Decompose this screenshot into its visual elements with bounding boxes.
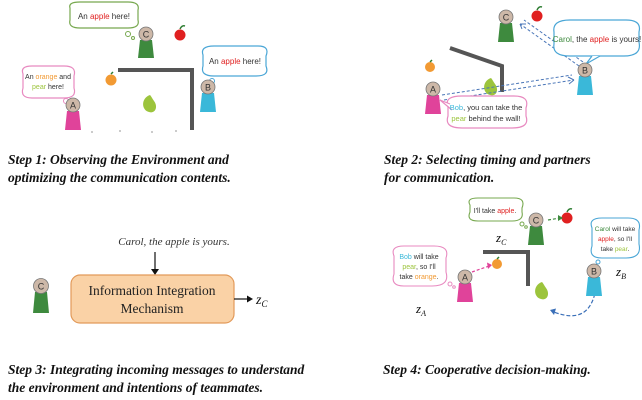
- speech-bubble-c: An apple here!: [69, 1, 139, 40]
- agent-b: B: [577, 62, 593, 95]
- pear-icon: [535, 282, 549, 300]
- apple-icon: [531, 6, 543, 22]
- svg-text:I'll take apple.: I'll take apple.: [474, 208, 517, 215]
- svg-text:B: B: [205, 83, 211, 93]
- svg-text:A: A: [462, 273, 468, 283]
- svg-text:Carol, the apple is yours!: Carol, the apple is yours!: [553, 35, 642, 44]
- agent-a: A: [425, 81, 441, 114]
- svg-text:Mechanism: Mechanism: [121, 301, 184, 316]
- agent-c: C: [33, 278, 49, 313]
- agent-c: C: [528, 212, 544, 245]
- svg-text:Information Integration: Information Integration: [88, 283, 215, 298]
- svg-text:A: A: [70, 101, 76, 111]
- step3-caption: Step 3: Integrating incoming messages to…: [8, 362, 305, 395]
- z-b-label: zB: [615, 264, 626, 281]
- orange-icon: [425, 59, 435, 72]
- step4-scene: I'll take apple. Bob will take pear, so …: [392, 197, 641, 318]
- svg-text:Bob will take: Bob will take: [399, 254, 438, 261]
- thought-bubble-a: Bob will take pear, so I'll take orange.: [392, 245, 456, 289]
- z-c-label: zC: [255, 293, 268, 309]
- floor-dots: [91, 130, 177, 133]
- svg-text:pear here!: pear here!: [32, 84, 64, 91]
- svg-text:C: C: [503, 13, 510, 23]
- wall: [483, 250, 530, 286]
- orange-icon: [105, 71, 117, 86]
- svg-text:C: C: [533, 216, 540, 226]
- step1-scene: An apple here! An apple here! An orange …: [21, 1, 268, 133]
- svg-text:take orange.: take orange.: [400, 274, 439, 281]
- wall: [118, 68, 194, 130]
- incoming-message: Carol, the apple is yours.: [118, 236, 229, 248]
- svg-text:pear behind the wall!: pear behind the wall!: [451, 114, 520, 123]
- svg-text:Carol will take: Carol will take: [595, 226, 636, 233]
- move-arrow-a-to-orange: [471, 262, 492, 273]
- svg-text:B: B: [591, 267, 597, 277]
- step2-caption: Step 2: Selecting timing and partners fo…: [384, 152, 591, 185]
- move-arrow-c-to-apple: [547, 215, 563, 221]
- step2-scene: Carol, the apple is yours! Bob, you can …: [425, 6, 642, 129]
- step4-caption: Step 4: Cooperative decision-making.: [383, 362, 591, 377]
- svg-text:C: C: [143, 30, 150, 40]
- output-arrow: [234, 295, 253, 303]
- step3-scene: Carol, the apple is yours. Information I…: [33, 236, 268, 324]
- svg-text:A: A: [430, 85, 436, 95]
- thought-bubble-c: I'll take apple.: [468, 197, 528, 229]
- apple-icon: [561, 208, 573, 224]
- z-c-label: zC: [495, 230, 507, 247]
- agent-c: C: [138, 26, 154, 58]
- step1-caption: Step 1: Observing the Environment and op…: [8, 152, 231, 185]
- speech-bubble-a: Bob, you can take the pear behind the wa…: [439, 95, 528, 129]
- svg-text:apple, so I'll: apple, so I'll: [598, 236, 633, 243]
- thought-bubble-b: Carol will take apple, so I'll take pear…: [590, 217, 641, 268]
- message-down-arrow: [151, 252, 159, 275]
- speech-bubble-b: An apple here!: [201, 45, 268, 88]
- svg-text:B: B: [582, 66, 588, 76]
- svg-text:An apple here!: An apple here!: [78, 12, 130, 21]
- agent-a: A: [65, 97, 81, 130]
- svg-text:pear, so I'll: pear, so I'll: [402, 264, 436, 271]
- svg-text:Bob, you can take the: Bob, you can take the: [450, 103, 523, 112]
- orange-icon: [492, 256, 502, 269]
- pear-icon: [143, 95, 157, 113]
- agent-b: B: [586, 263, 602, 296]
- pear-icon: [484, 78, 498, 96]
- agent-b: B: [200, 79, 216, 112]
- agent-a: A: [457, 269, 473, 302]
- z-a-label: zA: [415, 301, 426, 318]
- wall: [449, 46, 504, 92]
- svg-text:take pear.: take pear.: [601, 246, 630, 253]
- svg-text:An apple here!: An apple here!: [209, 57, 261, 66]
- speech-bubble-b: Carol, the apple is yours!: [553, 19, 642, 65]
- svg-text:C: C: [38, 282, 45, 292]
- agent-c: C: [498, 9, 514, 42]
- svg-text:An orange and: An orange and: [25, 74, 71, 81]
- apple-icon: [174, 25, 186, 41]
